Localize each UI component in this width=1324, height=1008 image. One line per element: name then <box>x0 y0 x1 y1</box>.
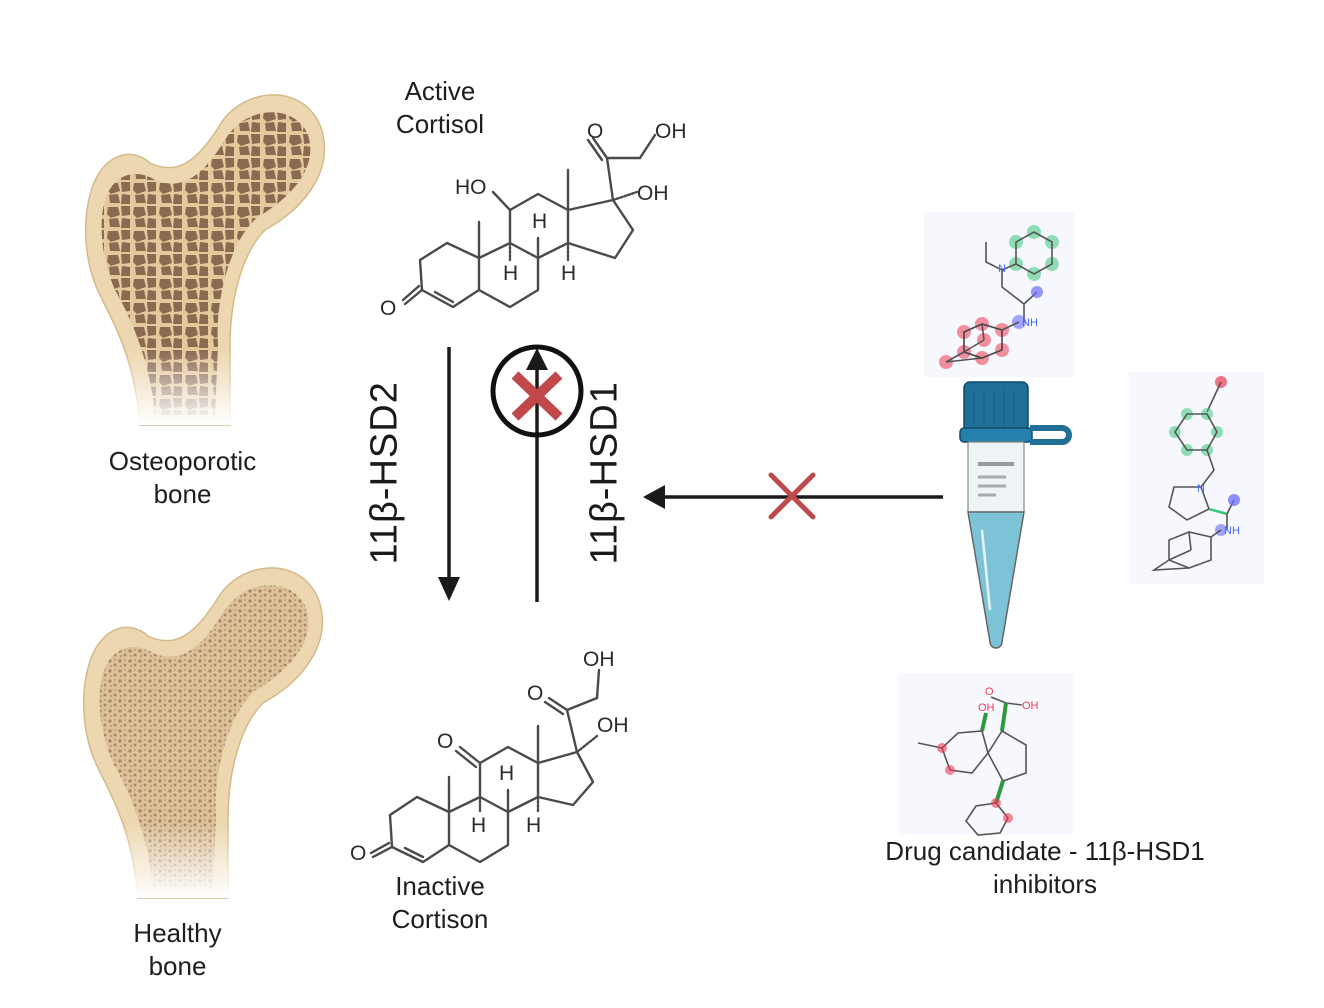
atom-n: N <box>1197 483 1205 495</box>
atom-h: H <box>471 814 486 837</box>
drug-candidate-2-structure: N NH <box>1151 376 1240 571</box>
tube-cap-loop <box>1030 425 1072 445</box>
osteoporotic-label-line1: Osteoporotic <box>108 446 257 476</box>
drug-candidate-1-structure: N NH <box>939 225 1059 369</box>
cortisone-label: Inactive Cortison <box>365 870 515 936</box>
arrowhead-down <box>438 577 460 601</box>
atom-nh: NH <box>1022 317 1038 329</box>
cortisol-label: Active Cortisol <box>365 75 515 141</box>
atom-oh: OH <box>637 182 669 205</box>
drug-candidate-3-structure: O OH OH <box>917 686 1039 836</box>
atom-ho: HO <box>455 176 487 199</box>
drug-label-line1: Drug candidate - 11β-HSD1 <box>885 836 1205 866</box>
hsd2-arrow-down <box>438 347 460 601</box>
atom-n: N <box>998 263 1006 275</box>
tube-liquid <box>967 511 1025 649</box>
osteoporotic-label-line2: bone <box>153 479 212 509</box>
healthy-label-line1: Healthy <box>133 918 222 948</box>
atom-oh: OH <box>1022 700 1039 712</box>
cortisone-label-line1: Inactive <box>395 871 485 901</box>
atom-o: O <box>380 297 396 320</box>
cortisone-structure: O O O OH OH H H H <box>350 648 629 865</box>
red-x-icon <box>768 472 816 520</box>
atom-o: O <box>985 686 994 698</box>
arrowhead-left <box>643 485 665 509</box>
atom-oh: OH <box>655 120 687 143</box>
drug-candidate-label: Drug candidate - 11β-HSD1 inhibitors <box>860 835 1230 901</box>
inhibition-circle <box>490 344 584 438</box>
atom-h: H <box>526 814 541 837</box>
cortisol-structure: O O OH OH HO H H H <box>380 120 687 320</box>
atom-oh: OH <box>597 714 629 737</box>
healthy-label-line2: bone <box>148 951 207 981</box>
atom-oh: OH <box>978 702 995 714</box>
cortisol-label-line2: Cortisol <box>395 109 485 139</box>
osteoporotic-bone-illustration <box>80 85 330 426</box>
healthy-bone-illustration <box>78 558 328 899</box>
atom-h: H <box>561 262 576 285</box>
osteoporotic-bone-label: Osteoporotic bone <box>85 445 280 511</box>
drug-candidate-2-panel <box>1129 372 1264 584</box>
red-x-icon <box>511 371 563 421</box>
atom-o: O <box>527 682 543 705</box>
cortisone-label-line2: Cortison <box>391 904 489 934</box>
drug-inhibition-arrow <box>643 472 943 520</box>
atom-nh: NH <box>1224 525 1240 537</box>
cortisol-label-line1: Active <box>404 76 476 106</box>
healthy-bone-label: Healthy bone <box>80 917 275 983</box>
hsd1-arrow-up-inhibited <box>490 344 584 602</box>
atom-o: O <box>437 730 453 753</box>
hsd2-label: 11β-HSD2 <box>363 381 406 565</box>
atom-o: O <box>350 842 366 865</box>
drug-candidate-3-panel <box>898 673 1073 835</box>
atom-h: H <box>532 210 547 233</box>
atom-h: H <box>499 762 514 785</box>
atom-h: H <box>503 262 518 285</box>
atom-oh: OH <box>583 648 615 671</box>
hsd1-label: 11β-HSD1 <box>583 381 626 565</box>
drug-label-line2: inhibitors <box>992 869 1098 899</box>
atom-o: O <box>587 120 603 143</box>
drug-tube-illustration <box>959 381 1072 649</box>
arrowhead-up <box>526 348 548 370</box>
